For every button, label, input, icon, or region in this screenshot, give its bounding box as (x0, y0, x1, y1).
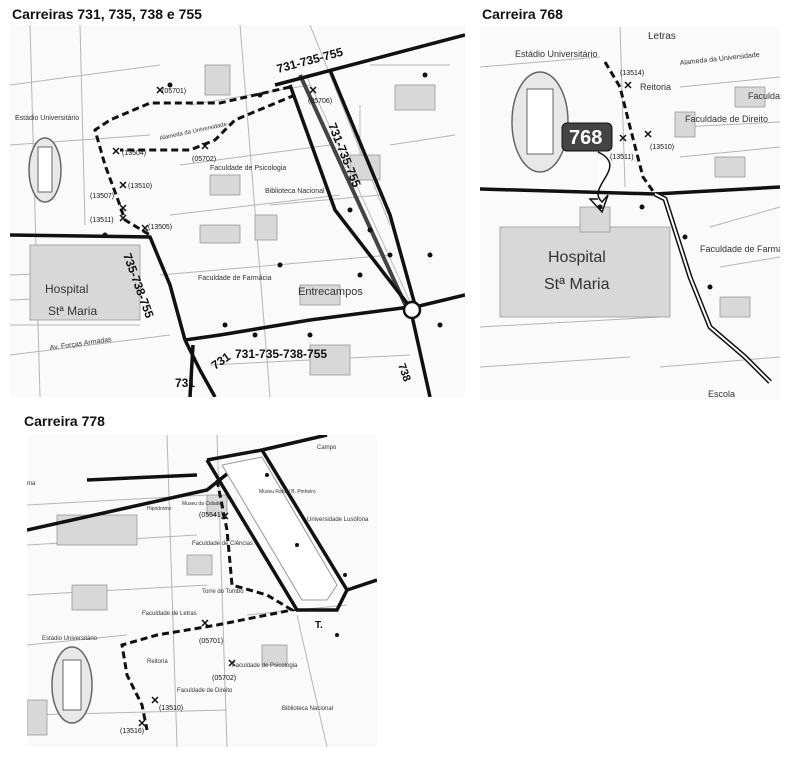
place-campo: Campo (317, 445, 337, 451)
place-fac-letras: Faculdade de Letras (142, 611, 197, 617)
railway-line (298, 74, 412, 316)
stop-label: (05701) (199, 638, 223, 645)
place-museu: Museu Rafael B. Pinheiro (259, 489, 316, 495)
map-2: 768 (13514) (13511) (13510) Letras Estád… (480, 27, 780, 400)
map-3: (05541) (05701) (05702) (13510) (13516) … (27, 435, 377, 747)
place-estadio: Estádio Universitário (42, 636, 98, 642)
route-dots (265, 473, 347, 637)
buildings (29, 64, 436, 376)
route-dots (102, 72, 443, 338)
place-hospital: Stª Maria (544, 276, 610, 293)
stop-label: (13510) (128, 183, 152, 190)
stop-label: (13516) (120, 728, 144, 735)
place-fac-direito: Faculdade de Direito (685, 114, 768, 124)
stop-label: (13505) (148, 224, 172, 231)
stadium-icon (511, 71, 569, 173)
place-fac-psicologia: Faculdade de Psicologia (232, 663, 298, 669)
place-escola: Escola (708, 389, 735, 399)
place-fac-psico: Faculdade de Psico (748, 91, 780, 101)
stop-label: (13504) (122, 150, 146, 157)
place-letras: Letras (648, 31, 676, 42)
place-torre: Torre do Tombo (202, 589, 244, 595)
bus-route-solid (27, 435, 377, 612)
map-2-title: Carreira 768 (482, 6, 563, 22)
place-fac-farmacia: Faculdade de Farmácia (198, 275, 272, 282)
roundabout (402, 300, 422, 320)
place-hospital: Stª Maria (48, 304, 97, 318)
place-fac-ciencias: Faculdade de Ciências (192, 541, 253, 547)
place-biblioteca: Biblioteca Nacional (265, 188, 325, 195)
bus-route-dashed (603, 61, 657, 195)
route-label: 731-735-738-755 (235, 347, 327, 361)
place-hipodromo: Hipódromo (147, 506, 172, 512)
route-768-badge: 768 (561, 122, 613, 152)
place-hospital: Hospital (45, 282, 88, 296)
stop-label: (05541) (199, 512, 223, 519)
stop-label: (13510) (650, 144, 674, 151)
place-biblioteca: Biblioteca Nacional (282, 706, 333, 712)
place-lusofona: Universidade Lusófona (307, 517, 369, 523)
stop-label: (13511) (610, 154, 634, 161)
place-fac-psicologia: Faculdade de Psicologia (210, 165, 286, 172)
place-entrecampos: Entrecampos (298, 286, 363, 298)
stop-label: (13507) (90, 193, 114, 200)
bus-stop-icons (138, 512, 236, 727)
map-3-title: Carreira 778 (24, 413, 105, 429)
place-reitoria: Reitoria (147, 659, 168, 665)
street-grid (10, 25, 456, 397)
place-museu-cidade: Museu da Cidade (182, 501, 221, 507)
place-fac-farmacia: Faculdade de Farmácia (700, 244, 780, 254)
stop-label: (05702) (212, 675, 236, 682)
direction-arrow-icon (588, 151, 611, 214)
bus-stop-icons (112, 86, 317, 232)
route-768-label: 768 (569, 127, 602, 149)
route-dots (597, 204, 713, 290)
street-grid (480, 27, 780, 368)
stop-label: (13511) (90, 217, 114, 224)
bus-route-solid (10, 33, 465, 397)
route-label: 731 (175, 376, 195, 390)
route-label: 738 (395, 362, 413, 383)
place-left-edge: ma (27, 481, 36, 487)
metro-t-label: T. (315, 620, 323, 631)
place-hospital: Hospital (548, 249, 606, 266)
stadium-icon (28, 137, 62, 203)
stop-label: (05706) (308, 98, 332, 105)
stop-label: (05701) (162, 88, 186, 95)
place-estadio: Estádio Universitário (15, 115, 79, 122)
stop-label: (13510) (159, 705, 183, 712)
buildings (499, 86, 766, 318)
bus-route-dashed (93, 85, 296, 237)
bus-stop-icons (619, 81, 652, 142)
place-reitoria: Reitoria (640, 82, 671, 92)
map-1-title: Carreiras 731, 735, 738 e 755 (12, 6, 202, 22)
stop-label: (13514) (620, 70, 644, 77)
place-fac-direito: Faculdade de Direito (177, 688, 233, 694)
stadium-icon (51, 646, 93, 724)
place-estadio: Estádio Universitário (515, 49, 598, 59)
map-1: (05701) (05706) (13504) (05702) (13510) … (10, 25, 465, 397)
stop-label: (05702) (192, 156, 216, 163)
